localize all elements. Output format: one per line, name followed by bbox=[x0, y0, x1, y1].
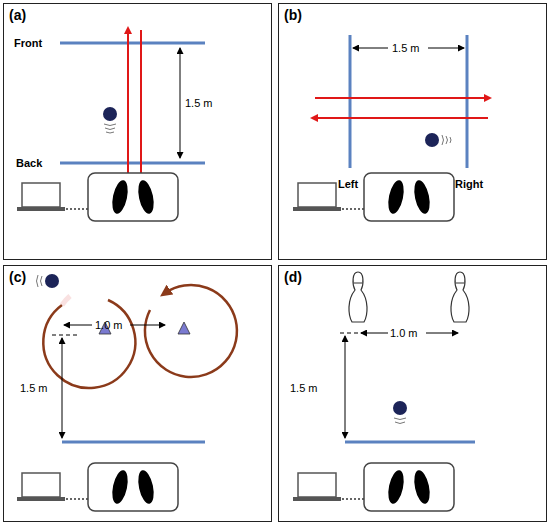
panel-label: (b) bbox=[284, 7, 302, 23]
panel-frame: (b) bbox=[278, 3, 547, 260]
boundary-label: Left bbox=[338, 178, 358, 190]
panel-label: (c) bbox=[9, 269, 26, 285]
boundary-label: Back bbox=[16, 157, 42, 169]
boundary-label: Front bbox=[14, 37, 42, 49]
panel-a-art bbox=[17, 28, 205, 221]
dimension-label: 1.0 m bbox=[95, 319, 123, 331]
panel-frame: (d) bbox=[278, 265, 547, 522]
panel-label: (d) bbox=[284, 269, 302, 285]
boundary-label: Right bbox=[455, 178, 483, 190]
dimension-label: 1.5 m bbox=[290, 382, 318, 394]
panel-label: (a) bbox=[9, 7, 26, 23]
dimension-label: 1.5 m bbox=[185, 97, 213, 109]
dimension-label: 1.0 m bbox=[390, 327, 418, 339]
panel-d-art bbox=[293, 272, 475, 511]
dimension-label: 1.5 m bbox=[20, 382, 48, 394]
panel-c-art bbox=[17, 274, 237, 511]
dimension-label: 1.5 m bbox=[392, 42, 420, 54]
panel-frame: (a) bbox=[3, 3, 272, 260]
panel-b-art bbox=[293, 35, 490, 221]
